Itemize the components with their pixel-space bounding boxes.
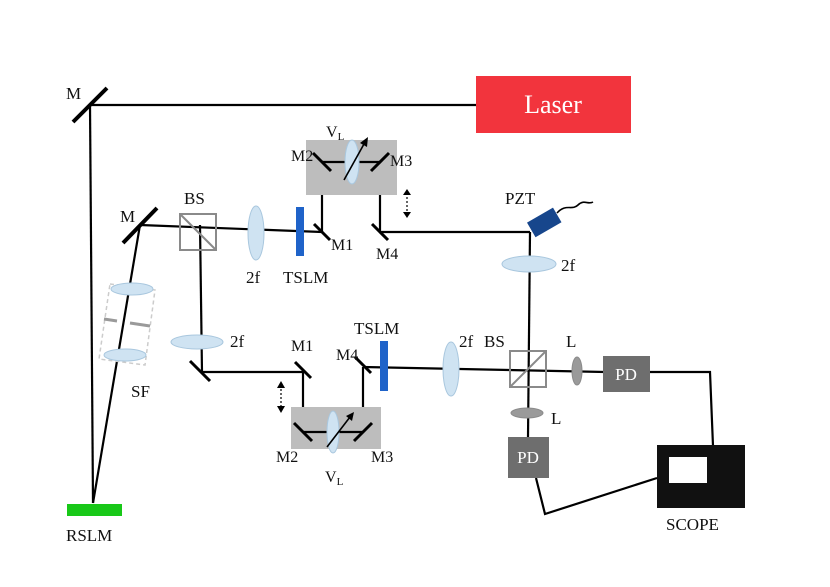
rslm [67,504,122,516]
vl-top-label: VL [326,124,345,143]
oscilloscope: SCOPE [657,445,745,534]
pzt-body [527,207,562,238]
tslm-bottom [380,341,388,391]
double-arrow-icon [277,381,285,413]
pd-right-label: PD [615,365,637,384]
lens-2f-c-label: 2f [230,332,245,351]
beam-mirror-to-rslm [88,104,95,504]
sf-label: SF [131,382,150,401]
pd-bottom-label: PD [517,448,539,467]
lens-icon [326,410,340,454]
bs-bottom-label: BS [484,332,505,351]
pzt: PZT [505,189,594,238]
lens-icon [103,348,147,362]
rslm-label: RSLM [66,526,112,545]
sf-pinhole-left [103,317,118,323]
lens-icon [571,356,583,386]
delay-line-bottom: VL [291,407,381,488]
pzt-label: PZT [505,189,536,208]
lens-2f-b-label: 2f [561,256,576,275]
tslm-top [296,207,304,256]
laser-body [476,76,631,133]
lens-2f-d-label: 2f [459,332,474,351]
m3-top-label: M3 [390,153,412,170]
vl-arrow-top [343,143,365,181]
laser-label: Laser [524,90,582,119]
mirror-icon [293,360,313,380]
lens-icon [170,334,224,350]
beam-splitter-icon [179,213,217,251]
mirror-icon [121,206,159,245]
lens-l-right-label: L [566,332,576,351]
mirror-top-left-label: M [66,84,81,103]
delay-line-top: VL [306,124,397,195]
scope-label: SCOPE [666,515,719,534]
mirror-icon [352,421,374,443]
vl-arrowhead-bottom [346,412,354,421]
mirror-icon [188,359,212,383]
beam-lower-arm-b [362,365,606,374]
pd-bottom-body [508,437,549,478]
m4-bottom-label: M4 [336,347,358,364]
mirror-icon [312,222,332,242]
photodetector-right: PD [603,356,650,392]
vl-arrow-bottom [326,416,351,448]
photodetector-bottom: PD [508,437,549,478]
m2-top-label: M2 [291,148,313,165]
m4-top-label: M4 [376,246,398,263]
vl-arrowhead-top [360,137,368,147]
beam-upper-arm-a [139,223,323,234]
cable-pd-bottom-to-scope [534,476,658,516]
pd-right-body [603,356,650,392]
beam-rslm-to-mirror [91,224,142,504]
tslm-top-label: TSLM [283,268,328,287]
m2-bottom-label: M2 [276,449,298,466]
spatial-filter: SF [98,282,156,401]
scope-screen [669,457,707,483]
mirror-icon [71,86,109,124]
mirror-icon [353,355,373,375]
mirror-icon [370,222,390,242]
beam-splitter-icon [509,350,547,388]
laser: Laser [476,76,631,133]
lens-icon [442,341,460,397]
beam-bs-down [198,224,204,373]
double-arrow-icon [403,189,411,218]
mirror-icon [369,151,391,173]
lens-icon [110,282,154,296]
lens-icon [247,205,265,261]
mirror-mid-left-label: M [120,207,135,226]
m3-bottom-label: M3 [371,449,393,466]
bs-top-label: BS [184,189,205,208]
m1-top-label: M1 [331,237,353,254]
mirror-icon [311,151,333,173]
vl-bottom-label: VL [325,469,344,488]
lens-icon [501,255,557,273]
tslm-bottom-label: TSLM [354,319,399,338]
pzt-cable [556,201,594,214]
sf-pinhole-right [129,321,151,328]
mirror-icon [292,421,314,443]
lens-l-bottom-label: L [551,409,561,428]
lens-icon [344,139,360,185]
cable-pd-right-to-scope [650,370,715,447]
m1-bottom-label: M1 [291,338,313,355]
lens-2f-a-label: 2f [246,268,261,287]
lens-icon [510,407,544,419]
